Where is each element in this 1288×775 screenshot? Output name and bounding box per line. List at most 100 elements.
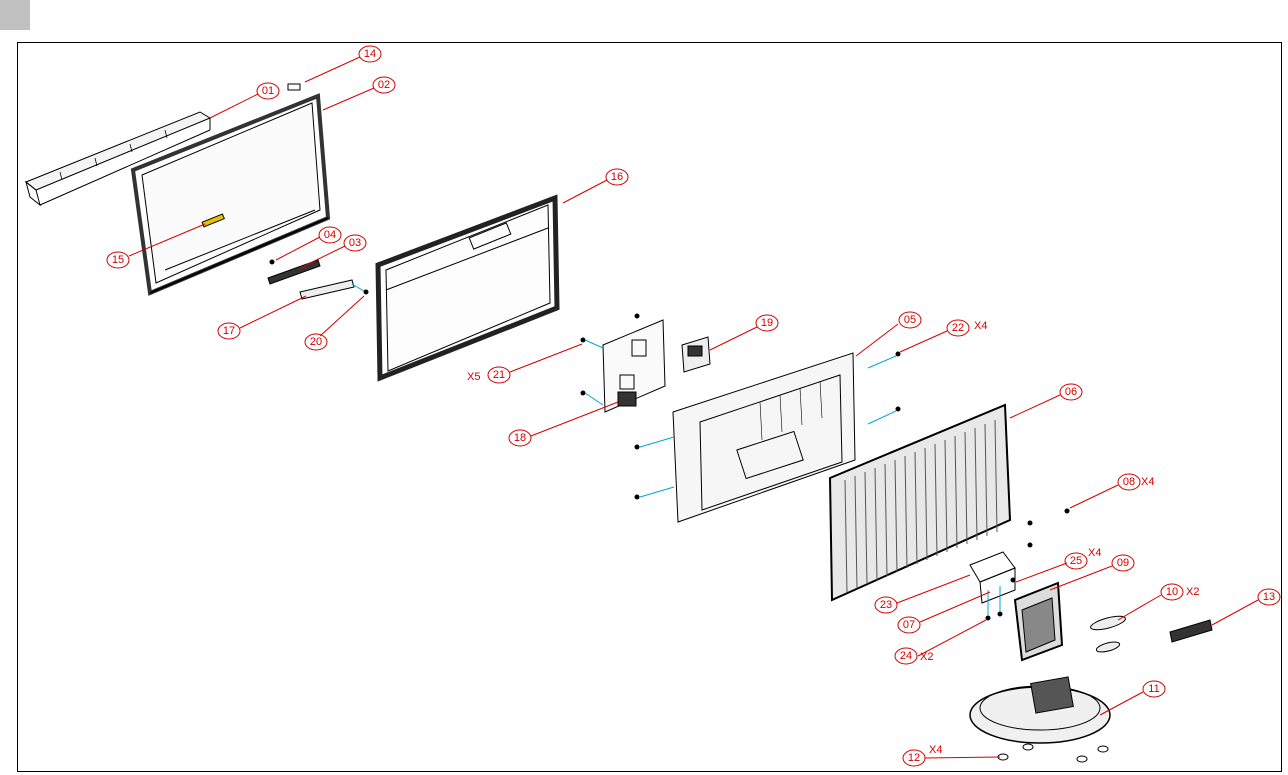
- callout-number-22: 22: [952, 322, 964, 334]
- leader-07: [919, 591, 991, 623]
- callout-bubble-07: [897, 616, 921, 634]
- callout-number-11: 11: [1148, 683, 1159, 695]
- part-18-main-board: [580, 313, 666, 413]
- part-13-rear-clip: [1169, 619, 1213, 643]
- callout-number-03: 03: [349, 237, 361, 249]
- leader-10: [1117, 594, 1162, 621]
- leader-24: [917, 619, 987, 657]
- leader-23: [896, 574, 971, 604]
- part-09-neck-cover: [1013, 581, 1064, 662]
- callout-number-05: 05: [904, 314, 916, 326]
- part-10-hinge-cover: [1090, 615, 1126, 653]
- callout-number-13: 13: [1263, 591, 1275, 603]
- callout-bubble-09: [1111, 554, 1135, 572]
- quantity-label-24: X2: [920, 651, 933, 663]
- callout-number-01: 01: [262, 85, 274, 97]
- callout-bubble-12: [902, 749, 926, 767]
- quantity-label-12: X4: [929, 744, 942, 756]
- callout-bubble-01: [256, 82, 280, 100]
- callout-number-15: 15: [112, 254, 124, 266]
- leader-21: [509, 343, 583, 373]
- leader-11: [1099, 691, 1144, 716]
- drawing-frame: [17, 42, 1282, 772]
- callout-bubble-04: [318, 226, 342, 244]
- callout-number-25: 25: [1070, 555, 1082, 567]
- leader-02: [322, 87, 375, 111]
- callout-bubble-03: [343, 234, 367, 252]
- leader-12: [924, 756, 1001, 759]
- callout-bubble-24: [894, 647, 918, 665]
- callout-bubble-25: [1064, 552, 1088, 570]
- part-12-rubber-foot: [997, 743, 1109, 763]
- leader-16: [562, 179, 608, 204]
- leader-15: [128, 223, 206, 257]
- callout-bubble-15: [106, 251, 130, 269]
- leader-22: [899, 330, 948, 353]
- callout-bubble-06: [1059, 383, 1083, 401]
- callout-bubble-11: [1142, 680, 1166, 698]
- leader-19: [709, 326, 758, 351]
- callout-number-02: 02: [378, 79, 390, 91]
- leader-05: [855, 323, 899, 357]
- part-17-key-board: [299, 279, 355, 300]
- callout-bubble-18: [508, 429, 532, 447]
- callout-number-17: 17: [223, 325, 235, 337]
- callout-bubble-02: [372, 76, 396, 94]
- callout-number-06: 06: [1065, 386, 1077, 398]
- quantity-label-21: X5: [467, 371, 480, 383]
- leader-08: [1069, 484, 1119, 509]
- leader-06: [1009, 394, 1061, 419]
- callout-number-19: 19: [761, 317, 773, 329]
- callout-bubble-20: [304, 333, 328, 351]
- callout-bubble-05: [898, 311, 922, 329]
- leader-18: [530, 401, 619, 437]
- callout-number-23: 23: [880, 599, 892, 611]
- callout-number-18: 18: [514, 432, 526, 444]
- leader-09: [1049, 565, 1113, 591]
- leader-17: [239, 295, 307, 329]
- part-06-rear-cover: [828, 403, 1070, 602]
- part-11-base: [969, 676, 1111, 744]
- leader-03: [299, 245, 346, 269]
- callout-number-24: 24: [900, 650, 912, 662]
- part-03-button-bar: [267, 259, 321, 285]
- callout-number-08: 08: [1123, 476, 1135, 488]
- part-05-metal-chassis: [634, 351, 901, 523]
- callout-number-04: 04: [324, 229, 336, 241]
- callout-number-20: 20: [310, 336, 322, 348]
- callout-bubble-14: [358, 45, 382, 63]
- callout-bubble-21: [487, 366, 511, 384]
- callout-bubble-17: [217, 322, 241, 340]
- leader-14: [304, 56, 361, 83]
- quantity-label-25: X4: [1088, 547, 1101, 559]
- callout-number-10: 10: [1166, 586, 1178, 598]
- part-20-screw: [351, 283, 369, 295]
- leader-13: [1211, 599, 1259, 626]
- part-14-clip: [287, 83, 301, 91]
- quantity-label-10: X2: [1186, 586, 1199, 598]
- part-07-hinge-bracket: [969, 551, 1016, 621]
- callout-bubble-19: [755, 314, 779, 332]
- callout-number-09: 09: [1117, 557, 1129, 569]
- quantity-label-22: X4: [974, 320, 987, 332]
- callout-number-14: 14: [364, 48, 376, 60]
- callout-bubble-23: [874, 596, 898, 614]
- leader-20: [319, 295, 365, 337]
- part-04-screw: [269, 259, 275, 265]
- callout-bubble-22: [946, 319, 970, 337]
- callout-bubble-16: [605, 168, 629, 186]
- callout-number-12: 12: [908, 752, 920, 764]
- callout-number-21: 21: [493, 369, 505, 381]
- callout-number-16: 16: [611, 171, 623, 183]
- quantity-label-08: X4: [1141, 476, 1154, 488]
- leader-01: [209, 93, 259, 119]
- callout-bubble-10: [1160, 583, 1184, 601]
- part-02-front-bezel: [130, 93, 331, 296]
- callout-bubble-13: [1257, 588, 1281, 606]
- leader-04: [275, 236, 321, 261]
- leader-25: [1015, 562, 1068, 583]
- callout-bubble-08: [1117, 473, 1141, 491]
- callout-number-07: 07: [903, 619, 915, 631]
- part-19-io-board: [681, 336, 711, 373]
